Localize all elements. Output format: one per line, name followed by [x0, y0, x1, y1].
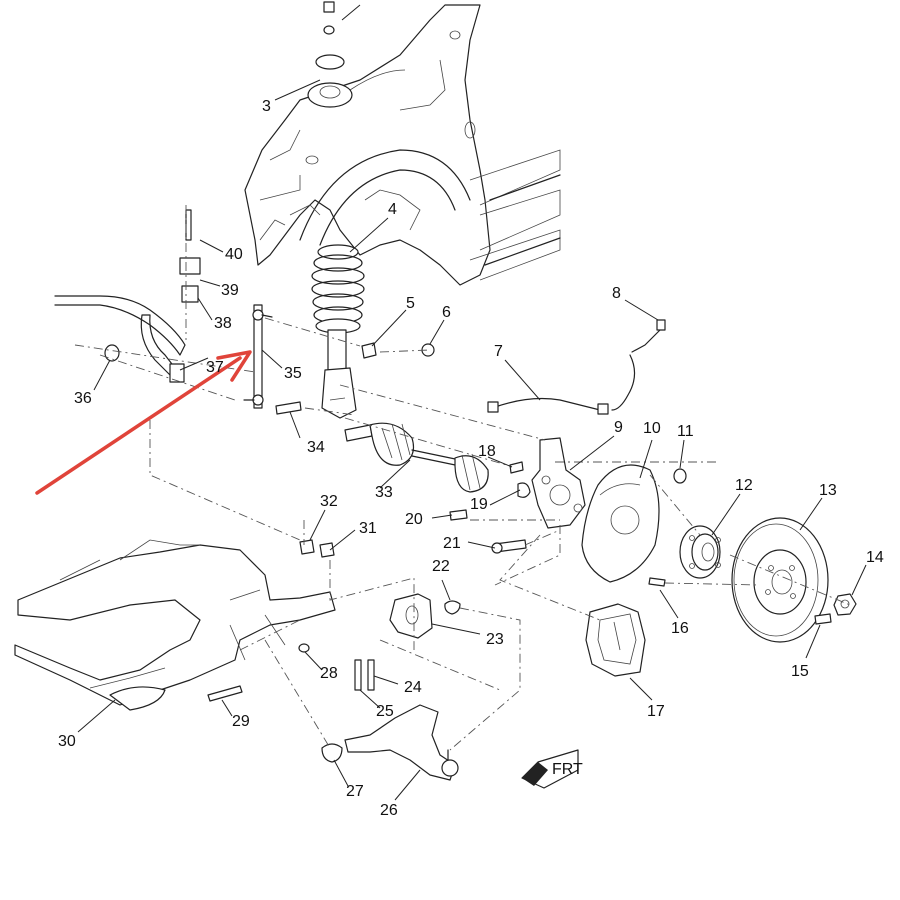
alignment-lines [74, 205, 851, 751]
leader-lines [77, 4, 867, 801]
callout-7: 7 [494, 343, 503, 360]
strut-mount [307, 1, 353, 108]
callout-21: 21 [443, 535, 461, 552]
callout-11: 11 [677, 423, 694, 440]
callout-37: 37 [206, 359, 224, 376]
control-arm-bushing [389, 593, 461, 639]
callout-6: 6 [442, 304, 451, 321]
cradle-nuts [299, 539, 335, 558]
brake-rotor [731, 517, 832, 643]
callout-14: 14 [866, 549, 884, 566]
callout-24: 24 [404, 679, 422, 696]
callout-27: 27 [346, 783, 364, 800]
callout-3: 3 [262, 98, 271, 115]
drive-axle [344, 422, 489, 493]
knuckle-bolts [449, 509, 527, 554]
callout-31: 31 [359, 520, 377, 537]
strut-fasteners [275, 342, 435, 415]
splash-shield [581, 464, 687, 583]
callout-39: 39 [221, 282, 239, 299]
frt-label: FRT [552, 761, 583, 778]
axle-nut [833, 593, 857, 616]
callout-32: 32 [320, 493, 338, 510]
callout-17: 17 [647, 703, 665, 720]
coil-spring-strut [311, 244, 365, 419]
callout-12: 12 [735, 477, 753, 494]
callout-25: 25 [376, 703, 394, 720]
callout-29: 29 [232, 713, 250, 730]
cradle-bolts [207, 643, 375, 702]
front-direction-indicator: FRT [521, 749, 583, 789]
callout-23: 23 [486, 631, 504, 648]
callout-30: 30 [58, 733, 76, 750]
callout-22: 22 [432, 558, 450, 575]
callout-20: 20 [405, 511, 423, 528]
callout-40: 40 [225, 246, 243, 263]
callout-8: 8 [612, 285, 621, 302]
callout-10: 10 [643, 420, 661, 437]
callout-18: 18 [478, 443, 496, 460]
callout-4: 4 [388, 201, 397, 218]
callout-35: 35 [284, 365, 302, 382]
front-cradle [14, 539, 336, 711]
callout-5: 5 [406, 295, 415, 312]
stabilizer-bar [54, 209, 201, 383]
callout-13: 13 [819, 482, 837, 499]
callout-36: 36 [74, 390, 92, 407]
callout-33: 33 [375, 484, 393, 501]
wheel-hub-bearing [648, 525, 721, 587]
callout-numbers: 3 4 5 6 7 8 9 10 11 12 13 14 15 16 17 18… [58, 98, 884, 819]
callout-9: 9 [614, 419, 623, 436]
callout-26: 26 [380, 802, 398, 819]
callout-19: 19 [470, 496, 488, 513]
red-annotation-arrow [35, 350, 252, 495]
callout-34: 34 [307, 439, 325, 456]
callout-28: 28 [320, 665, 338, 682]
steering-knuckle [509, 437, 586, 529]
wheel-speed-sensor [487, 319, 666, 415]
callout-16: 16 [671, 620, 689, 637]
lower-control-arm [321, 704, 459, 781]
brake-caliper [585, 603, 646, 677]
body-structure [244, 4, 561, 286]
callout-15: 15 [791, 663, 809, 680]
stabilizer-link [243, 304, 273, 409]
callout-38: 38 [214, 315, 232, 332]
